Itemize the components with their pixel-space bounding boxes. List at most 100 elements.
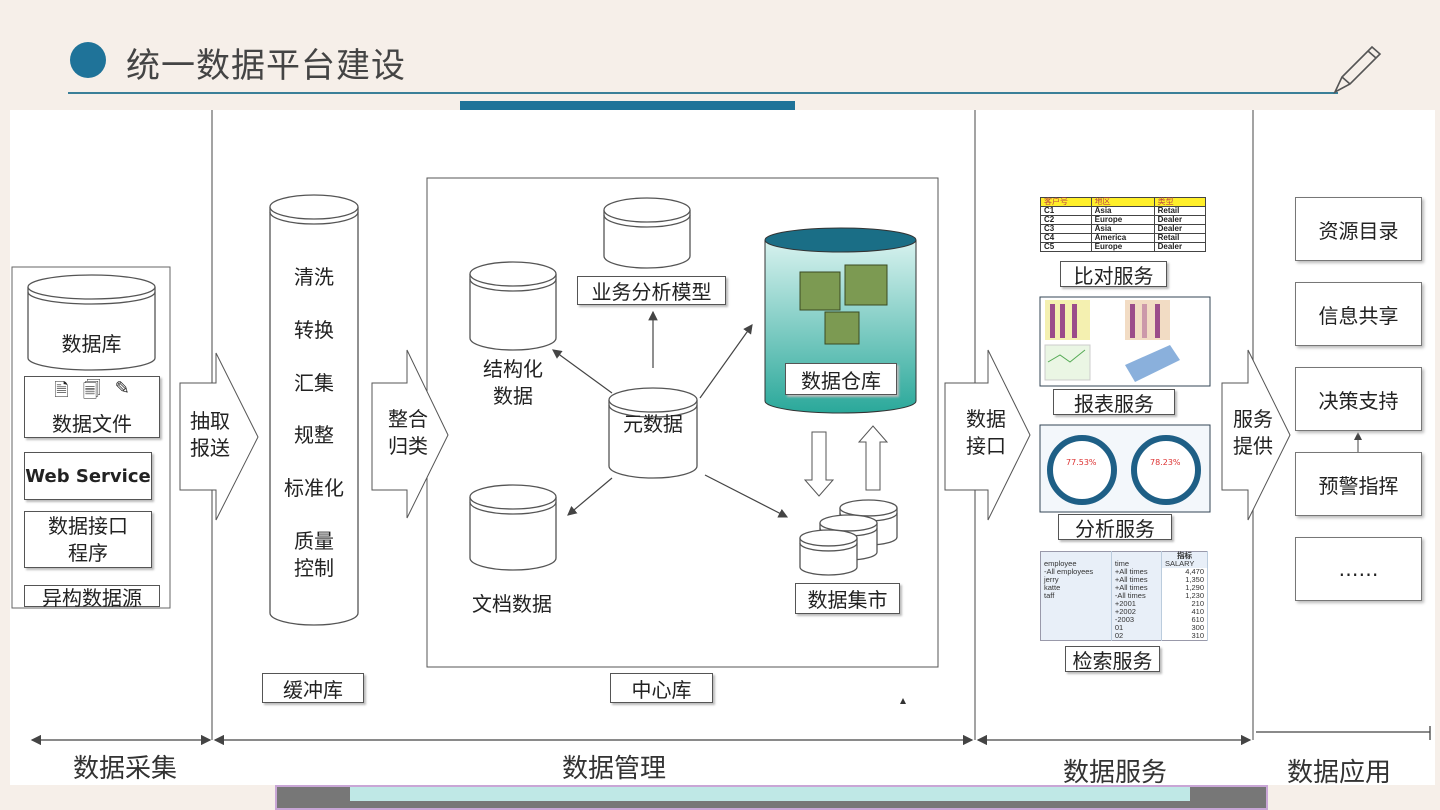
structured-data-label: 结构化数据: [483, 357, 543, 408]
table-cell: [1040, 608, 1112, 616]
down-arrow-icon: [803, 431, 835, 497]
model-cylinder: [603, 197, 691, 269]
app-resource-catalog[interactable]: 资源目录: [1295, 197, 1422, 261]
mart-cylinder: [799, 529, 858, 576]
app-decision-support[interactable]: 决策支持: [1295, 367, 1422, 431]
app-label: 决策支持: [1318, 388, 1399, 413]
title-accent-bar: [460, 101, 795, 110]
app-alert-command[interactable]: 预警指挥: [1295, 452, 1422, 516]
web-service-label: Web Service: [25, 465, 151, 487]
mart-label: 数据集市: [795, 583, 900, 614]
table-cell: 1,290: [1161, 584, 1209, 592]
sources-caption-text: 异构数据源: [42, 585, 142, 610]
table-cell: C5: [1040, 242, 1092, 252]
database-label: 数据库: [61, 332, 122, 356]
app-more[interactable]: ……: [1295, 537, 1422, 601]
report-charts-image: [1039, 296, 1211, 387]
table-cell: 300: [1161, 624, 1209, 632]
report-service-label: 报表服务: [1053, 389, 1175, 416]
document-icon: 🗐: [82, 379, 101, 401]
report-service-text: 报表服务: [1074, 391, 1154, 416]
table-cell: [1040, 632, 1112, 641]
table-cell: katte: [1040, 584, 1112, 592]
model-label-text: 业务分析模型: [591, 280, 712, 304]
table-cell: -2003: [1111, 616, 1162, 624]
phase-service: 数据服务: [1063, 758, 1168, 788]
edit-file-icon: ✎: [114, 377, 130, 399]
slide-stripe: [275, 785, 1268, 810]
compare-service-text: 比对服务: [1073, 263, 1154, 288]
table-cell: -All employees: [1040, 568, 1112, 576]
search-service-text: 检索服务: [1072, 648, 1153, 673]
analysis-service-text: 分析服务: [1075, 516, 1155, 541]
interface-program-box: 数据接口程序: [24, 511, 152, 568]
column-header: employee: [1040, 560, 1112, 568]
gauge-value: 78.23%: [1150, 458, 1181, 467]
table-cell: 1,350: [1161, 576, 1209, 584]
phase-application: 数据应用: [1287, 758, 1392, 788]
gauge-value: 77.53%: [1066, 458, 1097, 467]
pencil-icon: [1333, 45, 1382, 94]
app-label: ……: [1338, 557, 1379, 581]
table-cell: jerry: [1040, 576, 1112, 584]
model-label: 业务分析模型: [577, 276, 726, 305]
table-cell: [1040, 600, 1112, 608]
metadata-cylinder: [608, 387, 698, 479]
app-info-sharing[interactable]: 信息共享: [1295, 282, 1422, 346]
sources-caption: 异构数据源: [24, 585, 160, 610]
table-cell: [1040, 616, 1112, 624]
integrate-label: 整合归类: [388, 407, 428, 458]
mart-label-text: 数据集市: [807, 588, 888, 612]
buffer-caption: 缓冲库: [262, 673, 364, 703]
table-cell: +All times: [1111, 576, 1162, 584]
phase-management: 数据管理: [562, 754, 667, 784]
table-cell: 610: [1161, 616, 1209, 624]
structured-data-cylinder: [469, 261, 557, 351]
table-row: 客户号地区类型: [1040, 197, 1207, 207]
app-label: 资源目录: [1318, 218, 1399, 243]
table-cell: 210: [1161, 600, 1209, 608]
phase-collection: 数据采集: [73, 754, 178, 784]
buffer-steps: 清洗转换汇集规整标准化质量控制: [284, 265, 344, 580]
table-cell: taff: [1040, 592, 1112, 600]
interface-program-label: 数据接口: [48, 513, 128, 538]
data-file-label: 数据文件: [52, 411, 132, 436]
table-cell: 01: [1111, 624, 1162, 632]
database-cylinder: [27, 274, 156, 371]
web-file-icon: 🗎: [54, 379, 69, 401]
warehouse-label-text: 数据仓库: [801, 368, 881, 393]
buffer-caption-text: 缓冲库: [283, 677, 343, 702]
integrate-arrow: [371, 349, 449, 519]
table-cell: 1,230: [1161, 592, 1209, 600]
interface-label: 数据接口: [966, 407, 1006, 458]
data-cube-icon: [799, 264, 888, 345]
warehouse-label: 数据仓库: [785, 363, 897, 395]
column-header: SALARY: [1161, 560, 1209, 568]
interface-program-label: 程序: [68, 540, 108, 565]
up-arrow-icon: [857, 425, 889, 491]
document-cylinder: [469, 484, 557, 571]
table-cell: 4,470: [1161, 568, 1209, 576]
provide-label: 服务提供: [1233, 407, 1273, 458]
table-cell: Europe: [1090, 242, 1155, 252]
page-title: 统一数据平台建设: [126, 46, 406, 86]
buffer-cylinder: [269, 194, 359, 626]
app-label: 信息共享: [1318, 303, 1399, 328]
table-cell: +All times: [1111, 584, 1162, 592]
column-header: time: [1111, 560, 1162, 568]
center-caption: 中心库: [610, 673, 713, 703]
table-cell: +All times: [1111, 568, 1162, 576]
metadata-label: 元数据: [623, 412, 683, 436]
table-cell: 310: [1161, 632, 1209, 641]
